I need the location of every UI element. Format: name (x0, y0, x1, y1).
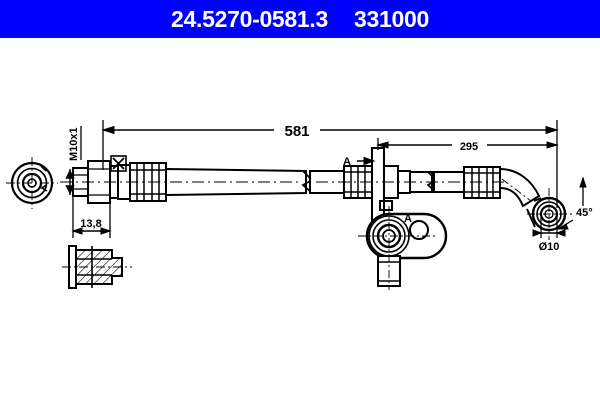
dimension-13-8: 13,8 (71, 196, 112, 238)
dimension-13-8-label: 13,8 (80, 218, 101, 230)
dimension-diameter-10: Ø10 (532, 214, 566, 253)
dimension-581: 581 (101, 120, 559, 208)
left-fitting-thread-lines (73, 168, 110, 196)
thread-spec-label: M10x1 (68, 127, 80, 161)
dimension-diameter-10-label: Ø10 (539, 241, 560, 253)
right-crimp-ribs (464, 167, 500, 198)
dimension-295-label: 295 (460, 141, 478, 153)
detail-a-marker-box (379, 200, 393, 211)
dimension-295: 295 (376, 138, 559, 153)
brake-hose-drawing: 581 295 A A M10x1 (6, 120, 593, 290)
part-number-label: 24.5270-0581.3 (171, 5, 328, 32)
right-bend-tube (499, 167, 541, 208)
section-detail-view (62, 245, 132, 289)
header-banner: 24.5270-0581.3 331000 (0, 0, 600, 38)
left-fitting-leader (110, 155, 127, 172)
dimension-angle-45-label: 45° (576, 207, 593, 219)
dimension-581-label: 581 (284, 123, 309, 140)
right-crimp-collar (463, 166, 501, 199)
section-marker-a: A (343, 156, 376, 168)
detail-view-a-bracket (358, 206, 448, 290)
detail-a-label: A (404, 213, 412, 225)
technical-drawing-canvas: 581 295 A A M10x1 (0, 38, 600, 400)
left-end-view-icon (6, 157, 58, 209)
thread-spec-group: M10x1 (65, 126, 82, 195)
bend-centerline (501, 178, 532, 202)
dimension-angle-45: 45° (556, 176, 593, 230)
catalog-number-label: 331000 (354, 5, 429, 32)
hose-break-symbol-2 (426, 171, 438, 193)
hose-break-symbol (301, 170, 314, 194)
banjo-eye-centerlines (527, 188, 573, 240)
section-marker-a-label: A (343, 156, 351, 168)
